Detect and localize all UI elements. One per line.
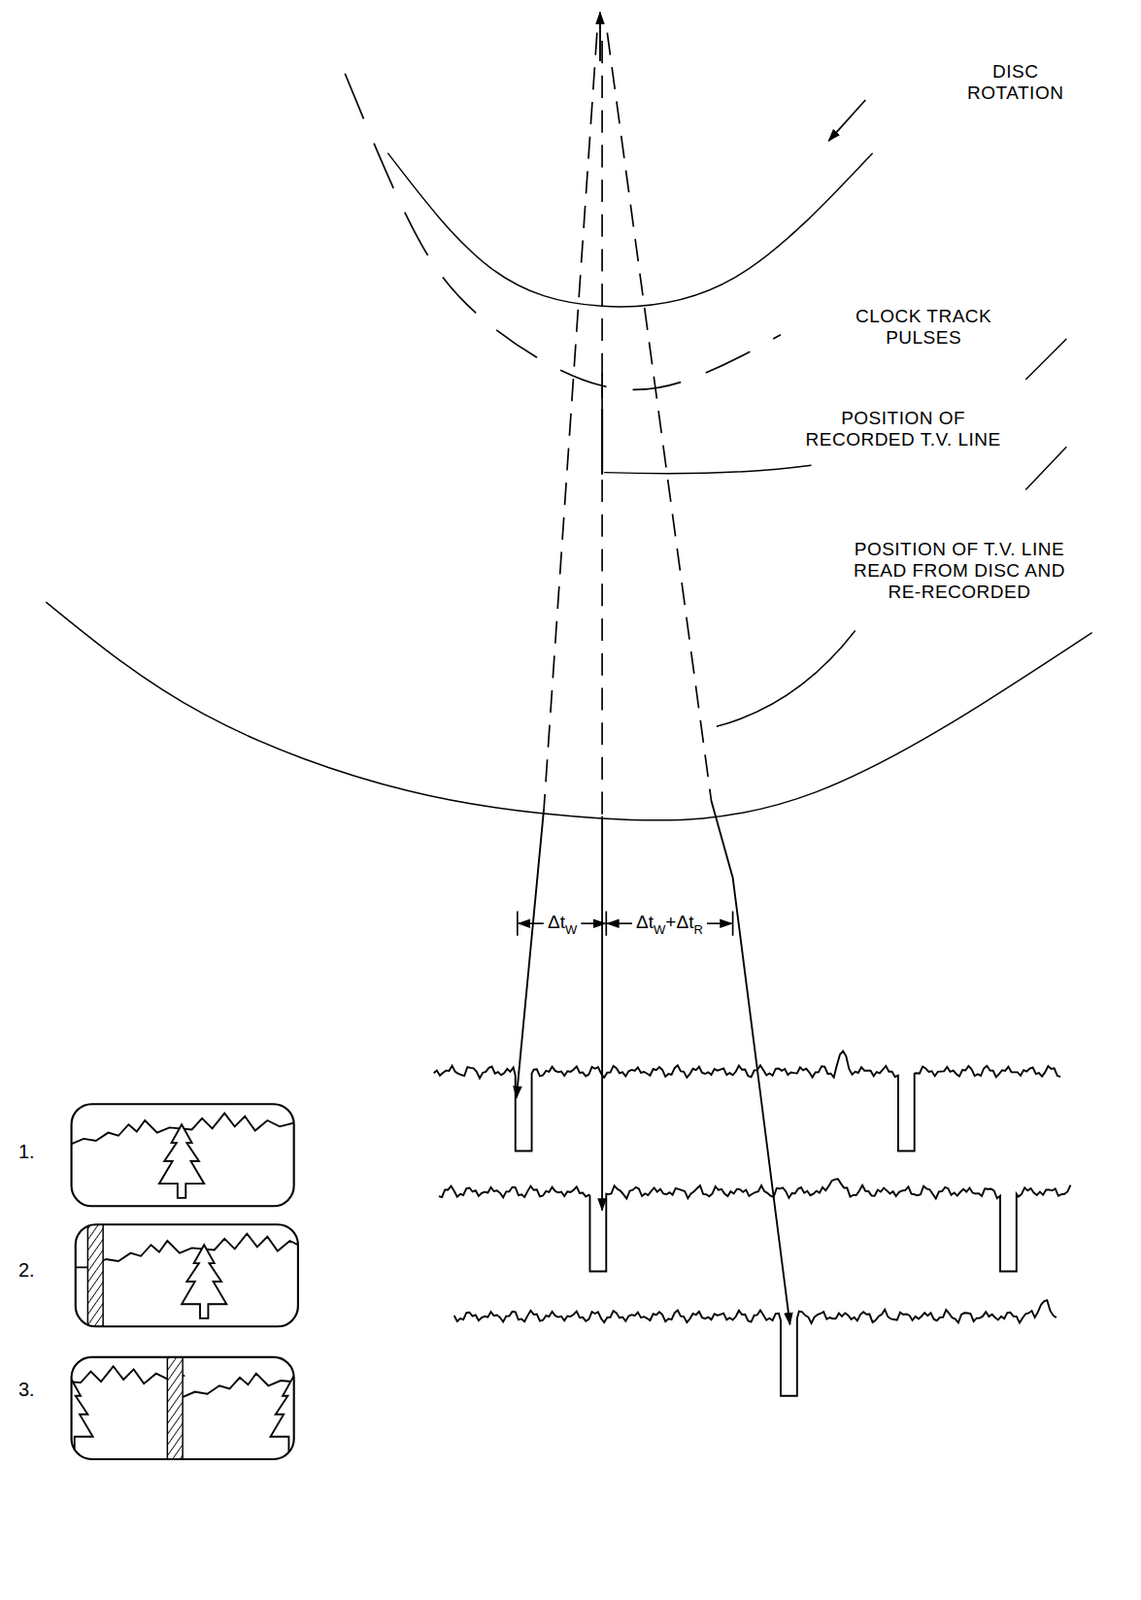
- drawing-stroke: [87, 1224, 103, 1327]
- drawing-stroke: [732, 911, 735, 937]
- clock-track-arc: [344, 73, 781, 391]
- drawing-stroke: [516, 911, 519, 937]
- tv-screen: [0, 1357, 407, 1460]
- drawing-stroke: [75, 1267, 89, 1270]
- tv-screen: [75, 1224, 319, 1327]
- callout-label: CLOCK TRACK PULSES: [850, 305, 997, 349]
- interval-symbol: +Δt: [665, 910, 694, 935]
- drawing-stroke: [601, 40, 604, 408]
- drawing-stroke: [92, 1234, 299, 1319]
- clock-tick: [601, 373, 604, 399]
- drawing-stroke: [87, 1224, 103, 1327]
- drawing-stroke: [180, 1366, 295, 1451]
- subscript: R: [693, 918, 703, 942]
- drawing-stroke: [543, 33, 598, 809]
- recorded-line: [601, 407, 604, 474]
- waveform: [434, 1051, 1061, 1152]
- rotation-arrow: [828, 100, 866, 141]
- leader-line: [716, 631, 856, 728]
- apex-arrow: [599, 12, 602, 62]
- drawing-stroke: [71, 1357, 295, 1460]
- disc-track-arc: [45, 602, 1092, 821]
- drawing-stroke: [167, 1357, 183, 1460]
- screen-number: 2.: [18, 1258, 35, 1282]
- tv-screen: [68, 1104, 296, 1207]
- drawing-stroke: [75, 1224, 299, 1327]
- disc-arcs: [45, 73, 1092, 821]
- callout-label: POSITION OF T.V. LINE READ FROM DISC AND…: [842, 538, 1076, 604]
- timing-arrows: [516, 801, 791, 1325]
- beam-lines: [543, 33, 711, 817]
- disc-arc-end: [1025, 338, 1067, 380]
- dimension-arrow: [580, 922, 605, 925]
- drawing-stroke: [167, 1357, 183, 1460]
- video-waveforms: [434, 1051, 1072, 1397]
- callout-label: DISC ROTATION: [957, 61, 1074, 104]
- drawing-stroke: [71, 1113, 295, 1199]
- drawing-stroke: [711, 801, 791, 1325]
- dimension-arrow: [706, 922, 733, 925]
- waveform: [438, 1178, 1072, 1272]
- drawing-stroke: [601, 816, 604, 1211]
- drawing-stroke: [71, 1357, 295, 1460]
- waveform: [454, 1300, 1057, 1397]
- subscript: W: [653, 918, 666, 942]
- drawing-stroke: [71, 1104, 295, 1207]
- time-interval: ΔtW+ΔtR: [635, 910, 705, 937]
- screen-number: 1.: [18, 1140, 35, 1164]
- time-interval: ΔtW: [546, 910, 578, 937]
- screen-number: 3.: [18, 1377, 35, 1402]
- disc-arc-end: [1025, 446, 1067, 490]
- drawing-stroke: [604, 911, 607, 937]
- drawing-stroke: [606, 33, 711, 802]
- interval-symbol: Δt: [636, 910, 654, 935]
- subscript: W: [565, 918, 577, 942]
- leader-line: [604, 465, 811, 473]
- drawing-stroke: [601, 479, 604, 817]
- drawing-stroke: [75, 1224, 299, 1327]
- dimension-arrow: [518, 922, 544, 925]
- disc-track-arc: [387, 153, 873, 307]
- callout-label: POSITION OF RECORDED T.V. LINE: [795, 407, 1011, 451]
- drawing-stroke: [516, 807, 544, 1098]
- interval-symbol: Δt: [547, 910, 566, 935]
- drawing-stroke: [71, 1113, 295, 1199]
- dimension-arrow: [606, 922, 633, 925]
